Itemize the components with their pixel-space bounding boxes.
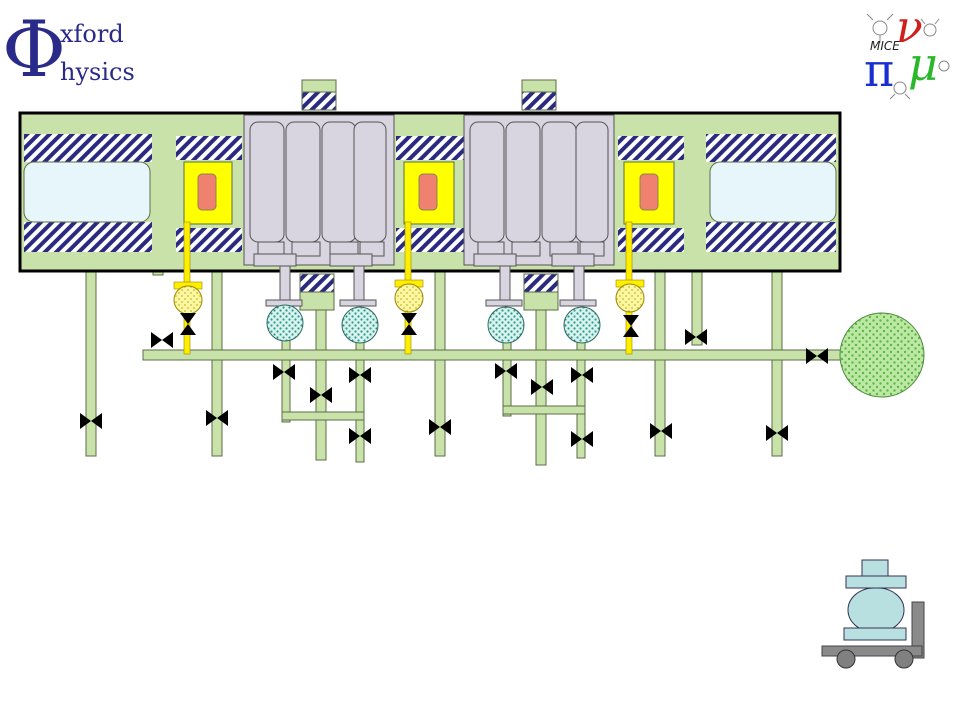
focus-2-hatch-top bbox=[396, 136, 464, 160]
cart-base bbox=[821, 645, 923, 657]
valve-gas-3 bbox=[623, 315, 639, 337]
bottom-port-1-cap bbox=[299, 291, 335, 311]
pi-letter: π bbox=[864, 43, 894, 97]
logo-text-xford: xford bbox=[60, 20, 124, 48]
pipe-1 bbox=[85, 269, 97, 457]
dewar-cart bbox=[821, 559, 925, 669]
right-window bbox=[709, 161, 837, 223]
focus-2-coil bbox=[418, 173, 438, 211]
logo-phi-initial: Φ bbox=[2, 5, 66, 95]
dewar-cap bbox=[861, 559, 889, 577]
right-hatch-bottom bbox=[706, 222, 836, 252]
sphere-1 bbox=[266, 304, 304, 342]
top-port-1-hatch bbox=[301, 91, 337, 111]
valve-gas-2 bbox=[401, 313, 417, 335]
top-port-2-cap bbox=[521, 79, 557, 93]
bottom-port-2-hatch bbox=[523, 273, 559, 293]
nu-letter: ν bbox=[896, 2, 923, 53]
pipe-6 bbox=[535, 294, 547, 466]
mice-logo-sketch bbox=[866, 13, 950, 100]
oxford-physics-logo: Φ xford hysics bbox=[2, 5, 135, 95]
top-port-2-hatch bbox=[521, 91, 557, 111]
rf-module-1 bbox=[243, 114, 395, 267]
sphere-2 bbox=[341, 306, 379, 344]
left-window bbox=[23, 161, 151, 223]
valves bbox=[80, 313, 828, 447]
cart-wheel-right bbox=[894, 649, 914, 669]
pipe-9 bbox=[771, 269, 783, 457]
pipe-3 bbox=[211, 269, 223, 457]
storage-tank bbox=[839, 312, 925, 398]
module-stems bbox=[265, 265, 597, 307]
feed-line-1-link bbox=[281, 411, 365, 421]
top-ports bbox=[301, 79, 557, 111]
mice-logo: MICE π ν μ bbox=[864, 2, 950, 100]
dewar-foot bbox=[843, 627, 907, 641]
module-spheres bbox=[266, 304, 601, 344]
focus-1-coil bbox=[197, 173, 217, 211]
mu-letter: μ bbox=[908, 37, 938, 91]
dewar-body bbox=[847, 587, 905, 633]
manifold-pipe bbox=[142, 349, 844, 361]
logo-text-hysics: hysics bbox=[60, 58, 135, 86]
focus-3-hatch-top bbox=[618, 136, 684, 160]
feed-line-2-link bbox=[502, 405, 586, 415]
valve-gas-1 bbox=[180, 313, 196, 335]
dewar-neck bbox=[845, 575, 907, 589]
cart-wheel-left bbox=[836, 649, 856, 669]
left-hatch-bottom bbox=[24, 222, 152, 252]
pipe-4 bbox=[315, 294, 327, 461]
main-vessel bbox=[18, 111, 842, 273]
mice-label: MICE bbox=[870, 39, 900, 53]
rf-module-2 bbox=[463, 114, 615, 267]
bottom-ports bbox=[299, 273, 559, 311]
sphere-3 bbox=[487, 306, 525, 344]
top-port-1-cap bbox=[301, 79, 337, 93]
right-hatch-top bbox=[706, 134, 836, 162]
bottom-port-2-cap bbox=[523, 291, 559, 311]
focus-1-hatch-top bbox=[176, 136, 242, 160]
focus-3-coil bbox=[639, 173, 659, 211]
cart-handle bbox=[911, 601, 925, 659]
bottom-port-1-hatch bbox=[299, 273, 335, 293]
left-hatch-top bbox=[24, 134, 152, 162]
valve-1 bbox=[151, 332, 173, 348]
gas-lines bbox=[173, 221, 645, 355]
sphere-4 bbox=[563, 306, 601, 344]
